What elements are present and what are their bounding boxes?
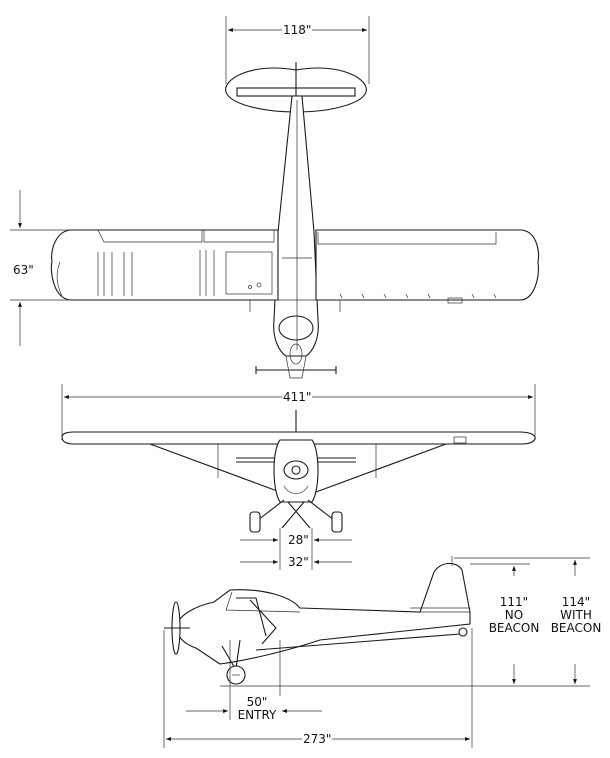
entry-value: 50" — [246, 695, 268, 709]
propeller-side — [164, 601, 190, 655]
side-view — [163, 556, 590, 748]
entry-note: ENTRY — [237, 708, 277, 722]
height-with-beacon-value: 114" — [561, 595, 591, 609]
gear-outer-label: 32" — [287, 555, 310, 569]
height-with-beacon-label: 114" WITH BEACON — [544, 596, 608, 635]
fuselage-side — [175, 556, 471, 665]
entry-label: 50" ENTRY — [232, 696, 282, 722]
height-no-beacon-note-2: BEACON — [488, 621, 540, 635]
gear-top — [255, 343, 337, 379]
height-no-beacon-note-1: NO — [504, 608, 524, 622]
front-view — [61, 384, 536, 570]
length-label: 273" — [302, 732, 333, 746]
depth-label: 63" — [13, 263, 34, 277]
wing-front — [61, 410, 536, 493]
height-with-beacon-note-2: BEACON — [550, 621, 602, 635]
height-no-beacon-value: 111" — [499, 595, 529, 609]
depth-dimension — [10, 190, 70, 346]
gear-front — [249, 499, 343, 533]
fuselage-top — [273, 95, 319, 357]
fuselage-front — [273, 439, 319, 503]
tail-span-label: 118" — [282, 23, 313, 37]
gear-dimensions — [240, 528, 352, 570]
wingspan-label: 411" — [282, 390, 313, 404]
wing-top — [50, 229, 540, 312]
height-with-beacon-note-1: WITH — [560, 608, 592, 622]
height-dimensions — [220, 557, 590, 687]
height-no-beacon-label: 111" NO BEACON — [482, 596, 546, 635]
gear-side — [221, 627, 468, 685]
top-view — [10, 16, 540, 379]
gear-inner-label: 28" — [287, 533, 310, 547]
